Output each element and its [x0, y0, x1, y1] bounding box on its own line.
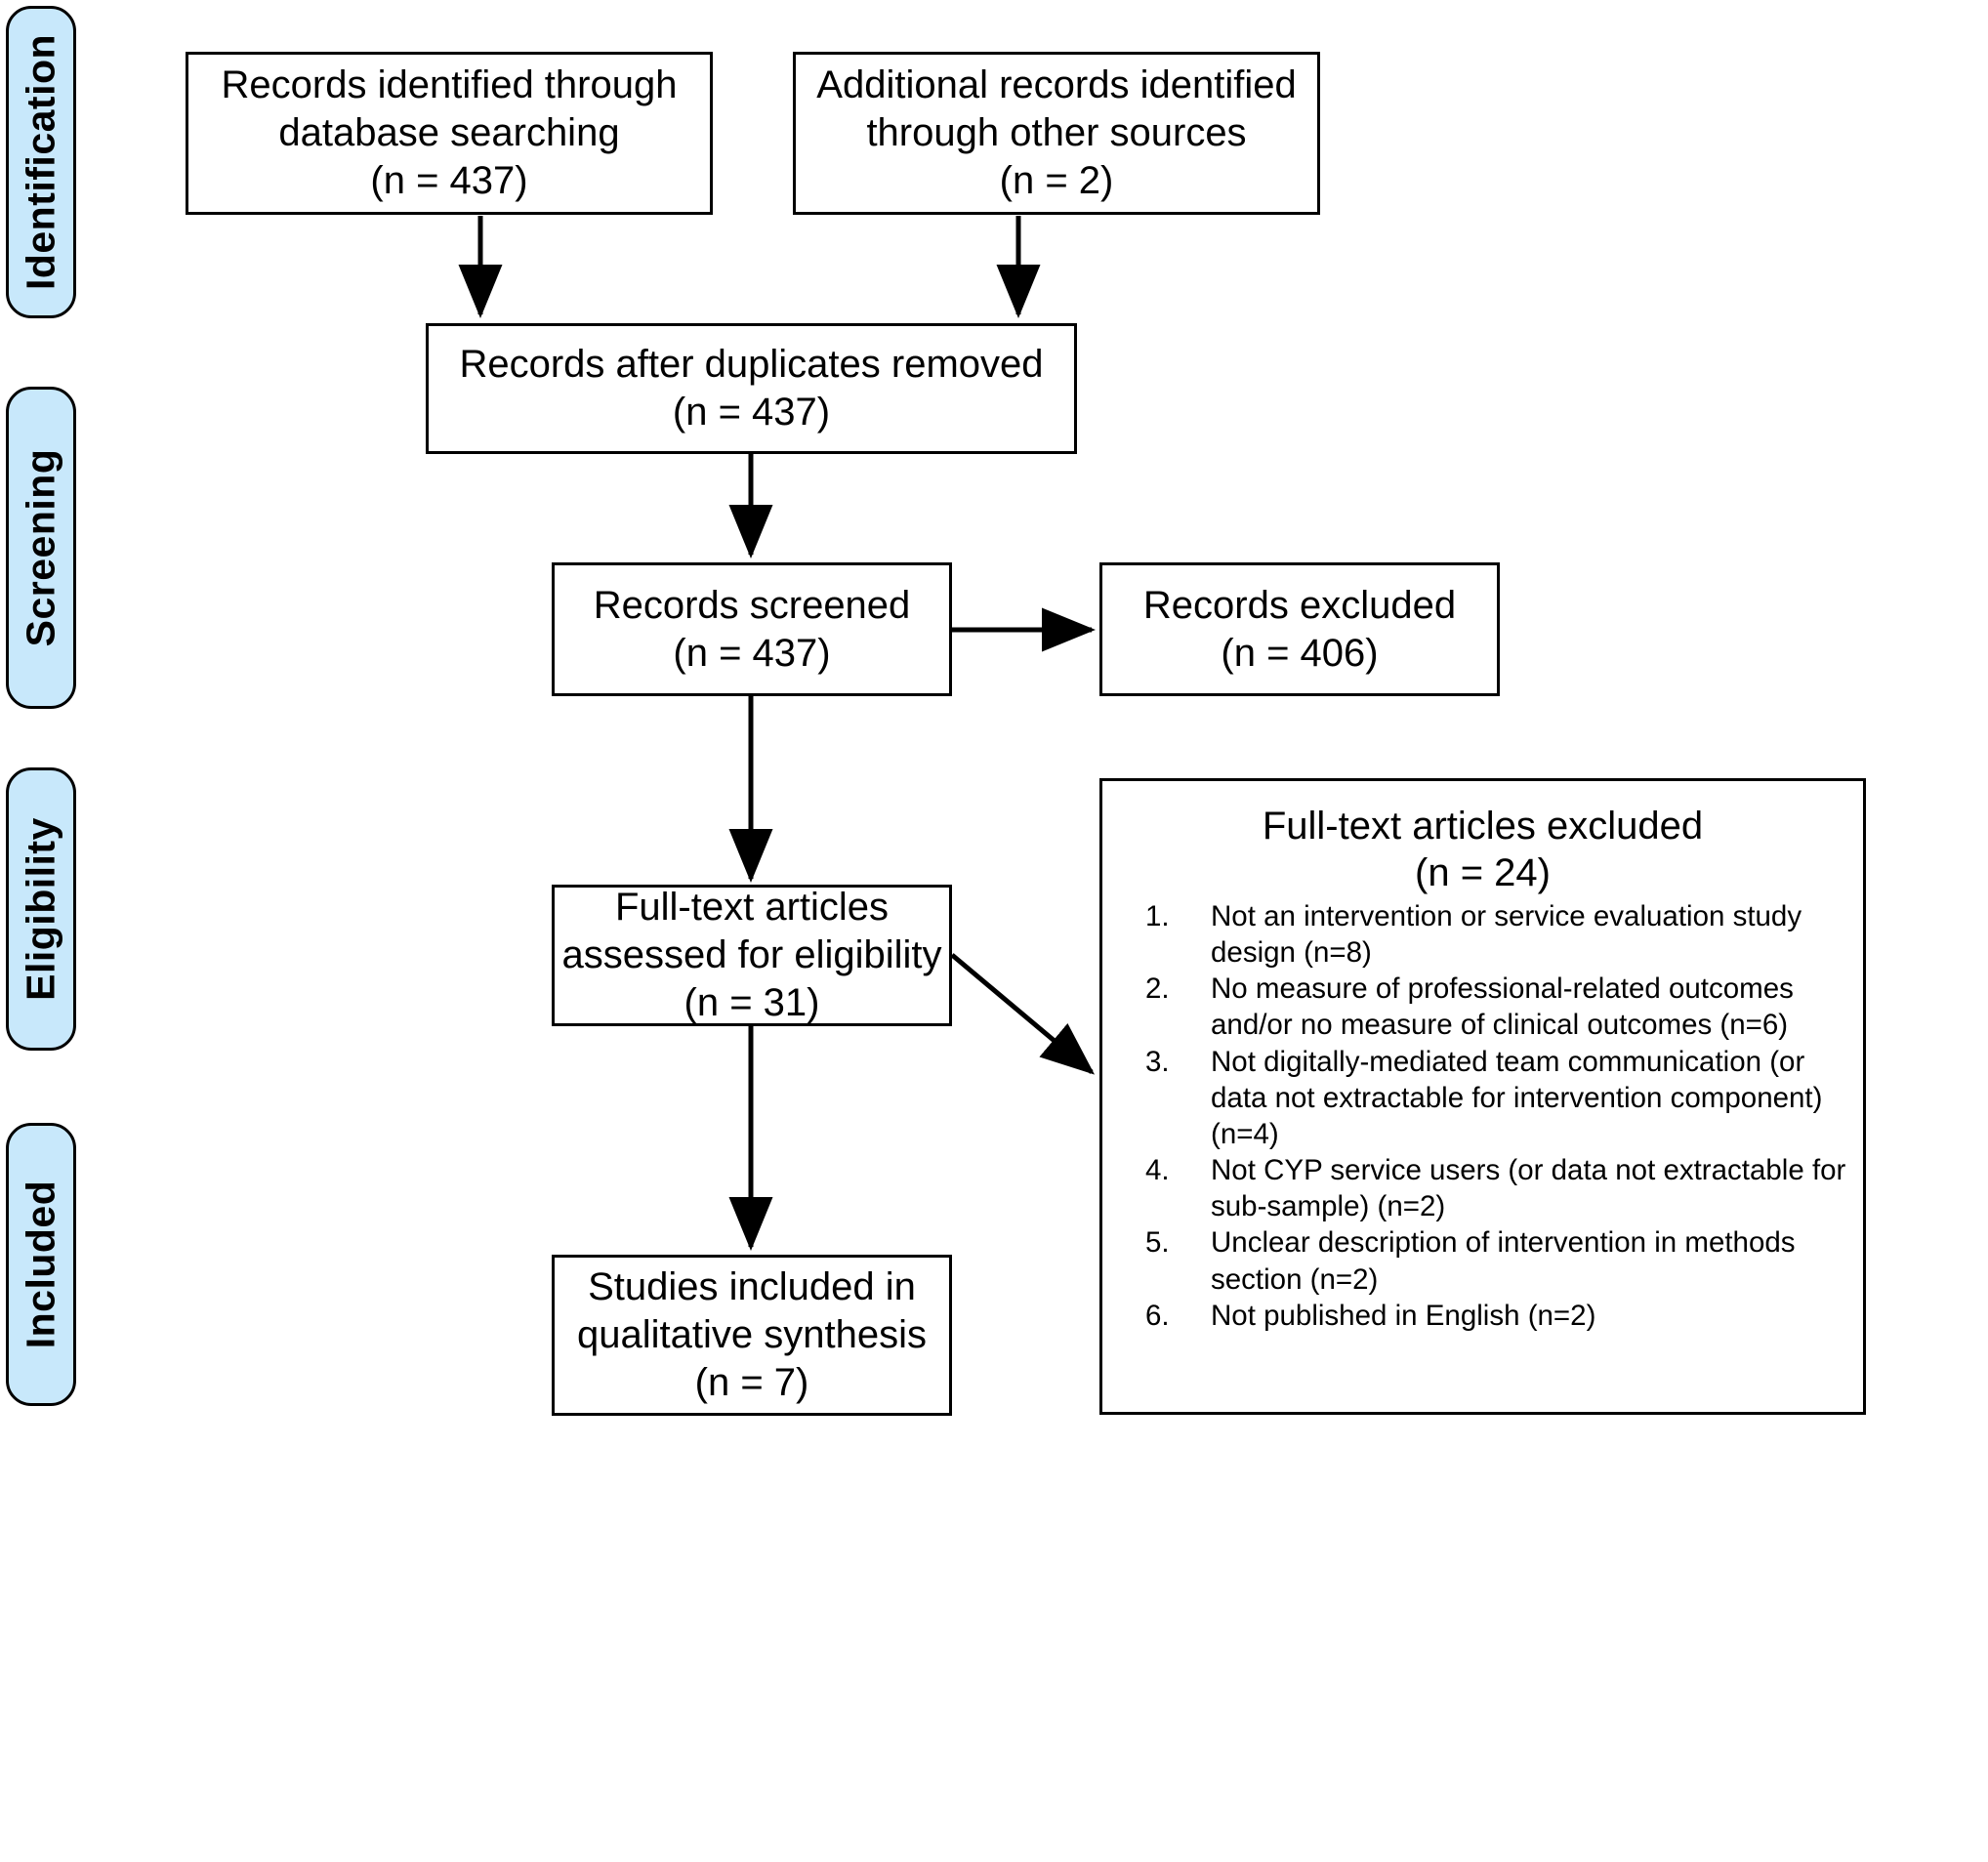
- box-records-excluded: Records excluded (n = 406): [1099, 562, 1500, 696]
- exclusion-reason-number: 4.: [1145, 1154, 1170, 1187]
- box-fulltext-excluded: Full-text articles excluded (n = 24) 1. …: [1099, 778, 1866, 1415]
- box-line-2: assessed for eligibility: [561, 933, 942, 977]
- box-line-1: Records screened: [593, 583, 911, 627]
- box-line-1: Full-text articles: [614, 886, 890, 930]
- exclusion-reason-item: 2. No measure of professional-related ou…: [1118, 971, 1847, 1043]
- box-line-1: Additional records identified: [816, 63, 1297, 107]
- box-line-1: Studies included in: [588, 1265, 916, 1309]
- box-records-screened: Records screened (n = 437): [552, 562, 952, 696]
- exclusion-reason-item: 3. Not digitally-mediated team communica…: [1118, 1044, 1847, 1152]
- box-line-2: (n = 437): [673, 631, 831, 675]
- exclusion-reason-number: 2.: [1145, 972, 1170, 1006]
- arrow-fulltext-to-excluded-reasons: [950, 953, 1096, 1075]
- stage-label-eligibility: Eligibility: [18, 817, 63, 1001]
- exclusion-reason-text: No measure of professional-related outco…: [1211, 972, 1794, 1042]
- box-line-3: (n = 437): [370, 158, 528, 202]
- fulltext-excluded-title-line-1: Full-text articles excluded: [1262, 805, 1704, 848]
- box-line-1: Records excluded: [1142, 583, 1457, 627]
- fulltext-excluded-title: Full-text articles excluded (n = 24): [1118, 803, 1847, 896]
- exclusion-reason-number: 6.: [1145, 1299, 1170, 1332]
- box-records-after-duplicates: Records after duplicates removed (n = 43…: [426, 323, 1077, 454]
- exclusion-reason-text: Not CYP service users (or data not extra…: [1211, 1154, 1846, 1223]
- exclusion-reason-item: 4. Not CYP service users (or data not ex…: [1118, 1152, 1847, 1224]
- exclusion-reason-item: 1. Not an intervention or service evalua…: [1118, 898, 1847, 971]
- box-line-2: (n = 406): [1221, 631, 1379, 675]
- box-records-other-sources: Additional records identified through ot…: [793, 52, 1320, 215]
- exclusion-reason-item: 5. Unclear description of intervention i…: [1118, 1224, 1847, 1297]
- stage-pill-eligibility: Eligibility: [6, 767, 76, 1051]
- exclusion-reason-number: 5.: [1145, 1226, 1170, 1260]
- stage-label-included: Included: [18, 1179, 63, 1349]
- fulltext-excluded-title-line-2: (n = 24): [1415, 851, 1551, 894]
- exclusion-reason-text: Not digitally-mediated team communicatio…: [1211, 1045, 1823, 1150]
- box-line-2: qualitative synthesis: [577, 1313, 927, 1357]
- stage-pill-identification: Identification: [6, 6, 76, 318]
- stage-pill-included: Included: [6, 1123, 76, 1406]
- exclusion-reason-number: 3.: [1145, 1045, 1170, 1078]
- box-line-1: Records identified through: [221, 63, 678, 107]
- exclusion-reason-text: Not published in English (n=2): [1211, 1299, 1596, 1332]
- box-line-1: Records after duplicates removed: [459, 343, 1044, 387]
- fulltext-excluded-reason-list: 1. Not an intervention or service evalua…: [1118, 898, 1847, 1334]
- box-fulltext-assessed: Full-text articles assessed for eligibil…: [552, 885, 952, 1026]
- box-line-2: (n = 437): [672, 391, 831, 434]
- exclusion-reason-text: Unclear description of intervention in m…: [1211, 1226, 1796, 1296]
- box-line-3: (n = 31): [683, 980, 820, 1024]
- box-line-2: database searching: [278, 111, 620, 155]
- box-line-3: (n = 7): [694, 1360, 809, 1404]
- exclusion-reason-item: 6. Not published in English (n=2): [1118, 1298, 1847, 1334]
- box-records-database-searching: Records identified through database sear…: [186, 52, 713, 215]
- stage-pill-screening: Screening: [6, 387, 76, 709]
- stage-label-screening: Screening: [18, 448, 63, 647]
- box-studies-included: Studies included in qualitative synthesi…: [552, 1255, 952, 1416]
- exclusion-reason-text: Not an intervention or service evaluatio…: [1211, 900, 1802, 970]
- stage-label-identification: Identification: [18, 33, 63, 291]
- box-line-2: through other sources: [866, 111, 1247, 155]
- exclusion-reason-number: 1.: [1145, 900, 1170, 932]
- box-line-3: (n = 2): [999, 158, 1114, 202]
